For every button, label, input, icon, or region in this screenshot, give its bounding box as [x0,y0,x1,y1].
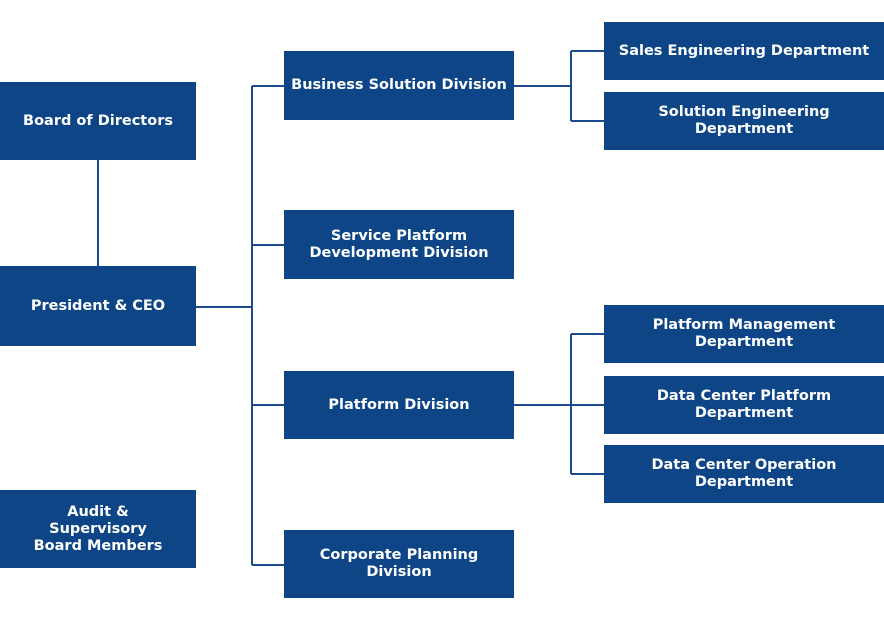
audit-supervisory-label: Audit & Supervisory Board Members [33,503,163,554]
platform-division-box: Platform Division [284,371,514,439]
data-center-operation-department-label: Data Center Operation Department [651,457,837,490]
data-center-platform-department-box: Data Center Platform Department [604,376,884,434]
sales-engineering-department-box: Sales Engineering Department [604,22,884,80]
audit-supervisory-box: Audit & Supervisory Board Members [0,490,196,568]
corporate-planning-division-label: Corporate Planning Division [319,547,479,580]
solution-engineering-department-box: Solution Engineering Department [604,92,884,150]
platform-management-department-box: Platform Management Department [604,305,884,363]
president-ceo-box: President & CEO [0,266,196,346]
data-center-platform-department-label: Data Center Platform Department [656,388,832,421]
president-ceo-label: President & CEO [30,297,166,314]
service-platform-division-box: Service Platform Development Division [284,210,514,279]
sales-engineering-department-label: Sales Engineering Department [618,42,870,59]
service-platform-division-label: Service Platform Development Division [309,227,489,261]
platform-management-department-label: Platform Management Department [652,317,836,350]
business-solution-division-box: Business Solution Division [284,51,514,120]
board-of-directors-label: Board of Directors [23,112,173,129]
platform-division-label: Platform Division [328,396,470,413]
solution-engineering-department-label: Solution Engineering Department [658,104,830,137]
business-solution-division-label: Business Solution Division [291,77,507,93]
corporate-planning-division-box: Corporate Planning Division [284,530,514,598]
board-of-directors-box: Board of Directors [0,82,196,160]
data-center-operation-department-box: Data Center Operation Department [604,445,884,503]
